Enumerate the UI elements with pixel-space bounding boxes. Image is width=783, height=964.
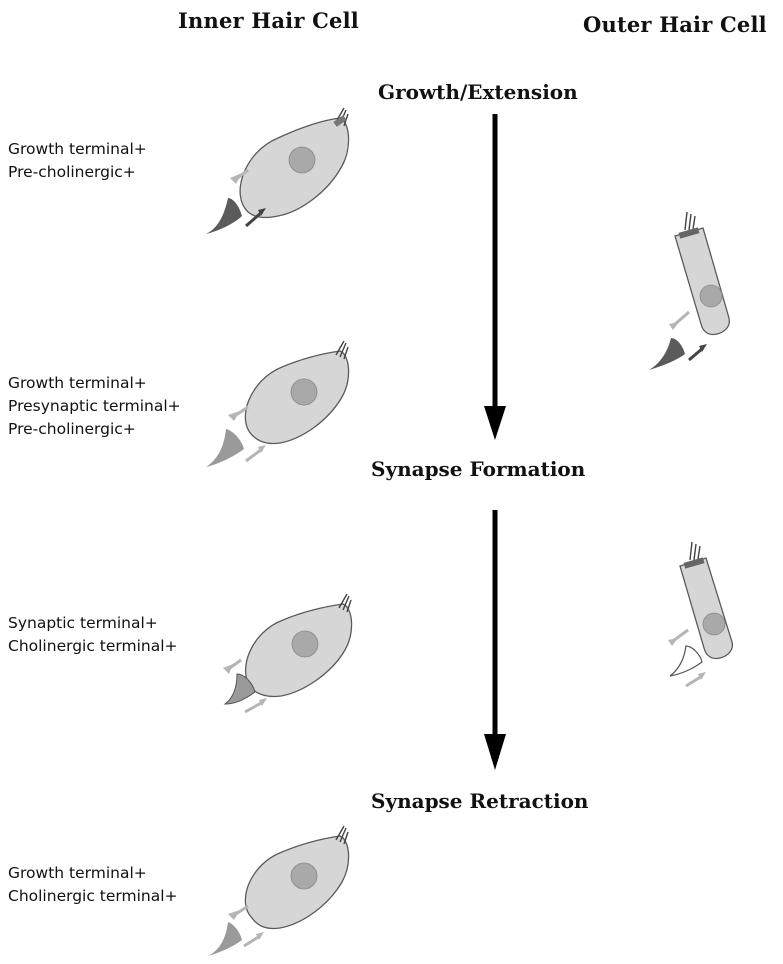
- nucleus: [291, 863, 317, 889]
- label-pre-cholinergic: Pre-cholinergic+: [8, 418, 181, 441]
- label-group-2: Growth terminal+ Presynaptic terminal+ P…: [8, 372, 181, 441]
- label-cholinergic-terminal: Cholinergic terminal+: [8, 885, 178, 908]
- inner-hair-cell-illustration-4: [200, 820, 370, 964]
- label-growth-terminal: Growth terminal+: [8, 372, 181, 395]
- inner-hair-cell-illustration-1: [200, 100, 370, 245]
- timeline-arrow-1: [480, 110, 510, 445]
- outer-hair-cell-body: [680, 558, 732, 659]
- stage-growth-extension: Growth/Extension: [378, 80, 578, 104]
- nerve-terminal-icon: [670, 646, 702, 676]
- nucleus: [703, 613, 725, 635]
- label-group-1: Growth terminal+ Pre-cholinergic+: [8, 138, 147, 184]
- nucleus: [289, 147, 315, 173]
- outer-hair-cell-illustration-2: [660, 536, 750, 696]
- outer-hair-cell-illustration-1: [645, 208, 745, 378]
- outer-hair-cell-header: Outer Hair Cell: [583, 12, 767, 37]
- label-synaptic-terminal: Synaptic terminal+: [8, 612, 178, 635]
- label-presynaptic-terminal: Presynaptic terminal+: [8, 395, 181, 418]
- inner-hair-cell-header: Inner Hair Cell: [178, 8, 359, 33]
- nerve-terminal-icon: [206, 429, 244, 467]
- label-growth-terminal: Growth terminal+: [8, 862, 178, 885]
- nucleus: [292, 631, 318, 657]
- inner-hair-cell-illustration-3: [205, 588, 375, 723]
- timeline-arrow-2: [480, 508, 510, 773]
- stage-synapse-retraction: Synapse Retraction: [371, 789, 588, 813]
- stereocilia-icon: [685, 212, 695, 230]
- label-group-3: Synaptic terminal+ Cholinergic terminal+: [8, 612, 178, 658]
- nerve-terminal-icon: [206, 198, 242, 234]
- nerve-terminal-icon: [208, 922, 242, 956]
- stage-synapse-formation: Synapse Formation: [371, 457, 585, 481]
- label-group-4: Growth terminal+ Cholinergic terminal+: [8, 862, 178, 908]
- label-pre-cholinergic: Pre-cholinergic+: [8, 161, 147, 184]
- nucleus: [700, 285, 722, 307]
- stereocilia-icon: [690, 542, 700, 560]
- label-cholinergic-terminal: Cholinergic terminal+: [8, 635, 178, 658]
- nerve-terminal-icon: [649, 338, 685, 370]
- inner-hair-cell-illustration-2: [200, 335, 370, 475]
- nucleus: [291, 379, 317, 405]
- label-growth-terminal: Growth terminal+: [8, 138, 147, 161]
